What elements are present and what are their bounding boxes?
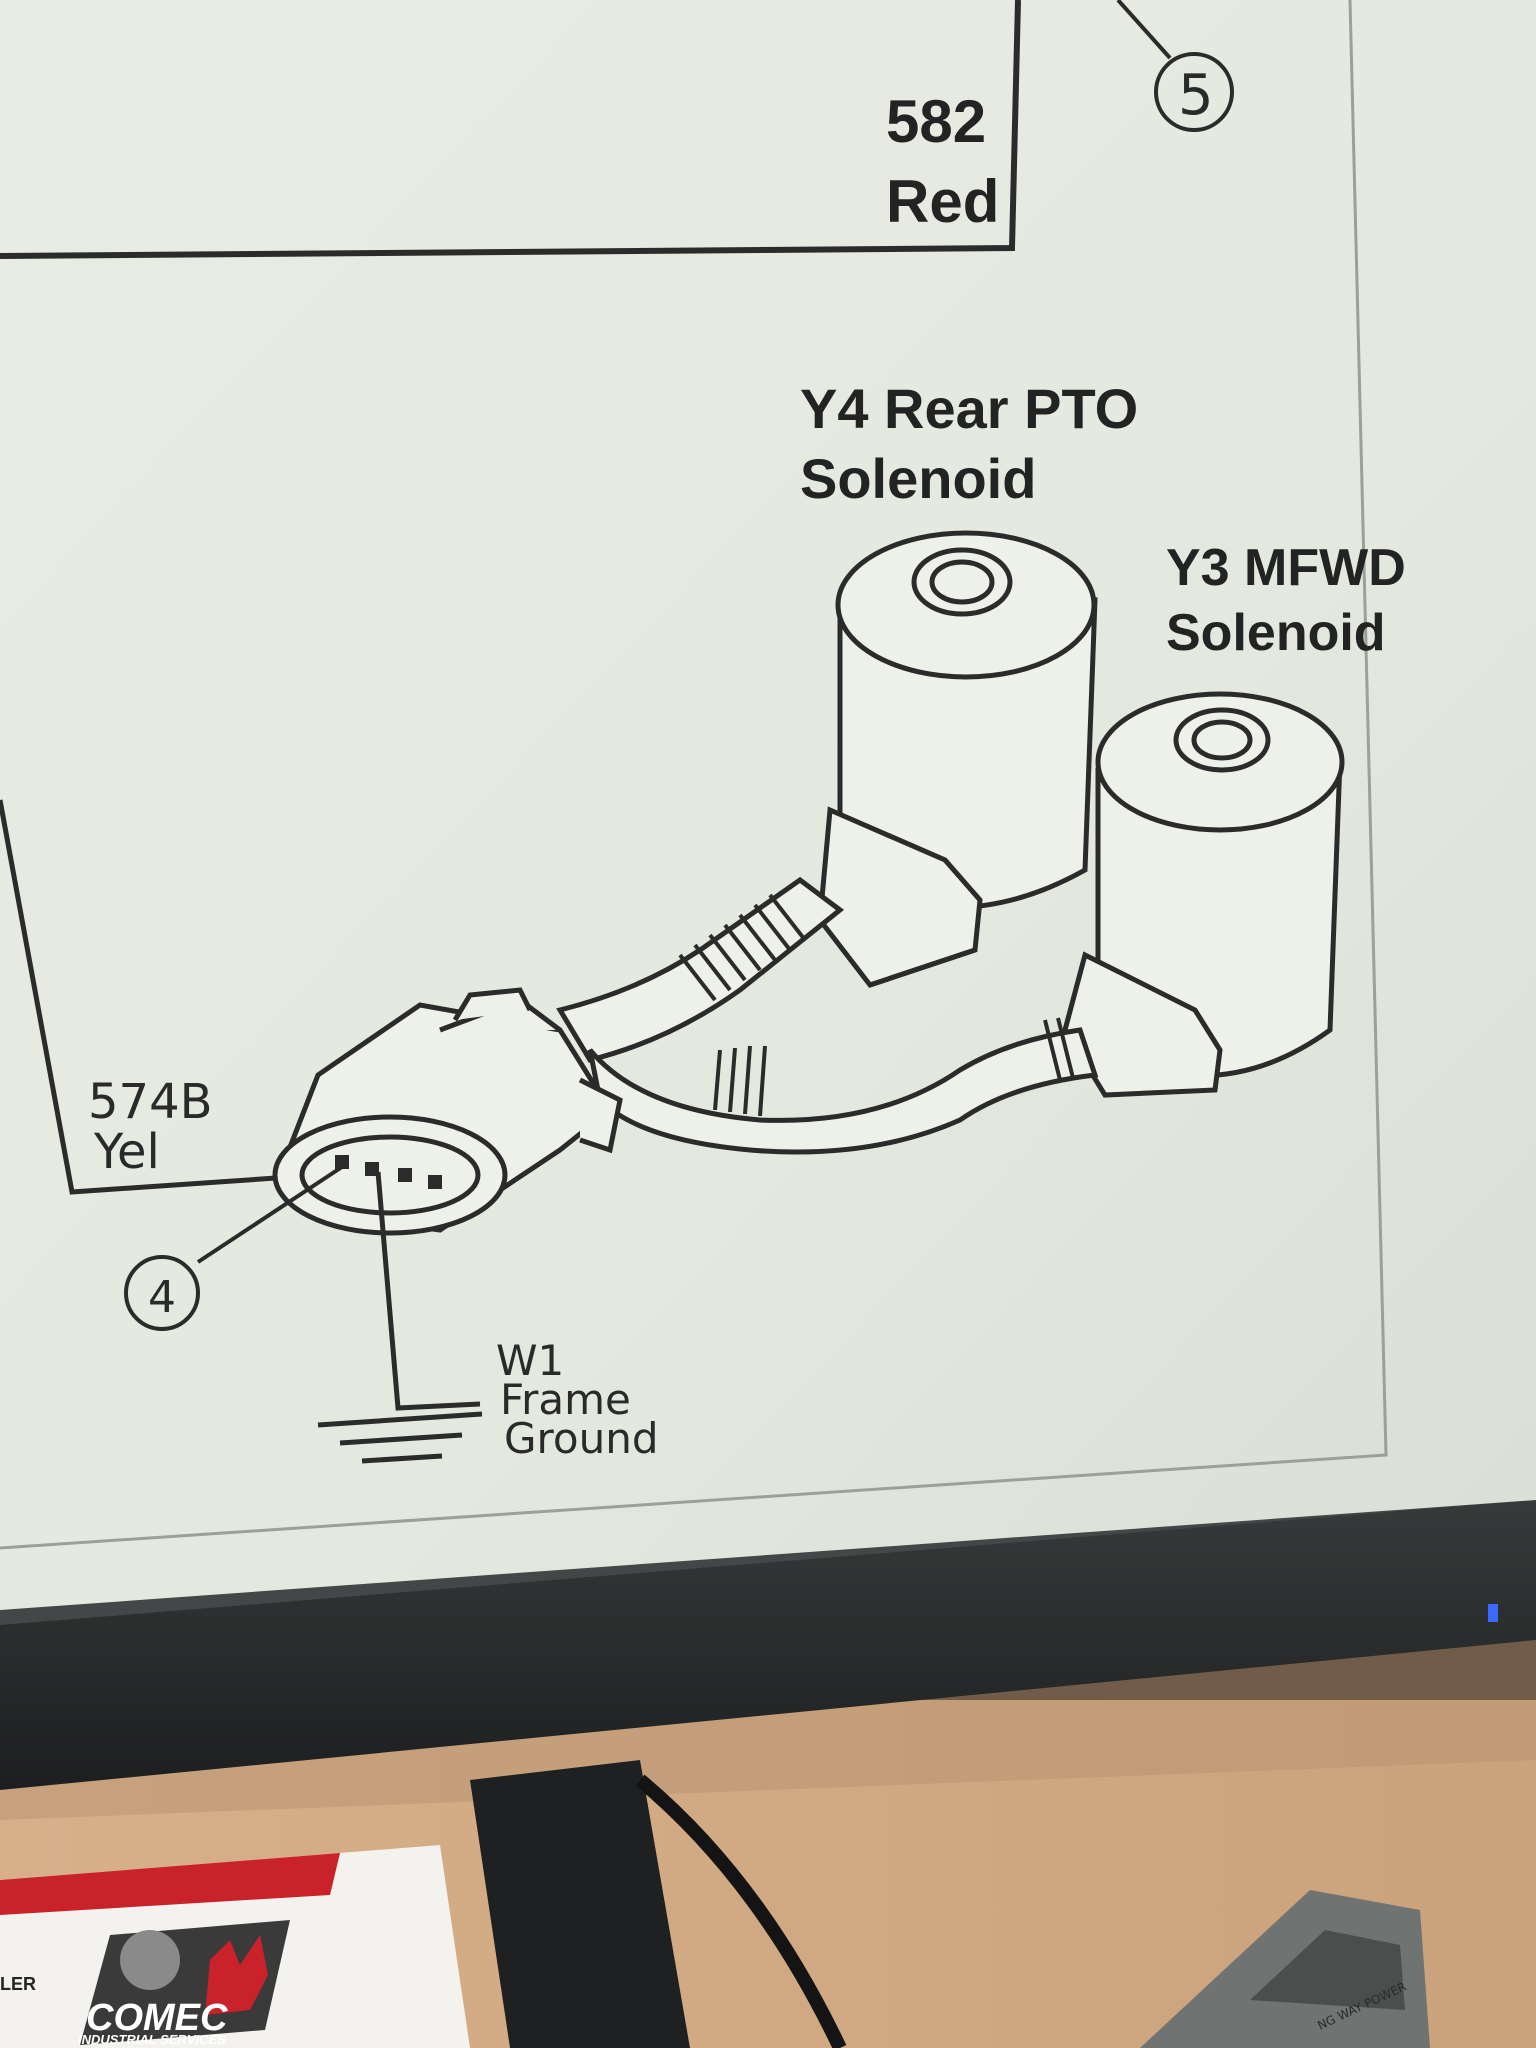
card-left-text: LER [0, 1974, 36, 1994]
card-brand: COMEC [86, 1997, 228, 2039]
callout-5-circle [1154, 52, 1234, 132]
callout-5-leader [1116, 0, 1172, 60]
wire-574b-color: Yel [93, 1124, 160, 1180]
wire-582-number: 582 [886, 88, 986, 155]
monitor-bezel [0, 1470, 1536, 1790]
ground-label-line3: Ground [504, 1414, 659, 1463]
callout-4-number: 4 [148, 1272, 176, 1323]
ground-label-line2: Frame [500, 1375, 631, 1424]
wire-574b [0, 799, 321, 1195]
y3-mfwd-label-line1: Y3 MFWD [1166, 539, 1406, 597]
ground-symbol [317, 1411, 483, 1464]
monitor-stand [470, 1760, 690, 2048]
y4-rear-pto-solenoid [817, 530, 1098, 988]
connector-pins [335, 1155, 442, 1189]
y3-mfwd-label-line2: Solenoid [1166, 604, 1386, 662]
stand-cable [635, 1774, 847, 2048]
card-flame-accent [205, 1935, 268, 2015]
callout-4-circle [124, 1255, 200, 1331]
y4-rear-pto-label-line1: Y4 Rear PTO [800, 377, 1138, 440]
callout-4-leader [196, 1163, 347, 1264]
eagle-logo [120, 1930, 180, 1990]
document-page-edge [0, 0, 1388, 1550]
wire-582-box [0, 0, 1021, 259]
y3-mfwd-solenoid [1062, 691, 1345, 1098]
power-led [1488, 1604, 1498, 1622]
wire-574b-number: 574B [88, 1074, 213, 1130]
harness-corrugation [678, 893, 1075, 1117]
callout-5-number: 5 [1178, 63, 1214, 128]
device-screen [1250, 1930, 1405, 2010]
wire-582-color: Red [886, 168, 999, 235]
ground-wire [375, 1171, 481, 1411]
ground-label-line1: W1 [496, 1336, 564, 1385]
y4-rear-pto-label-line2: Solenoid [800, 447, 1036, 510]
card-red-stripe [0, 1853, 340, 1915]
card-subtitle: INDUSTRIAL SERVICES [78, 2032, 226, 2047]
